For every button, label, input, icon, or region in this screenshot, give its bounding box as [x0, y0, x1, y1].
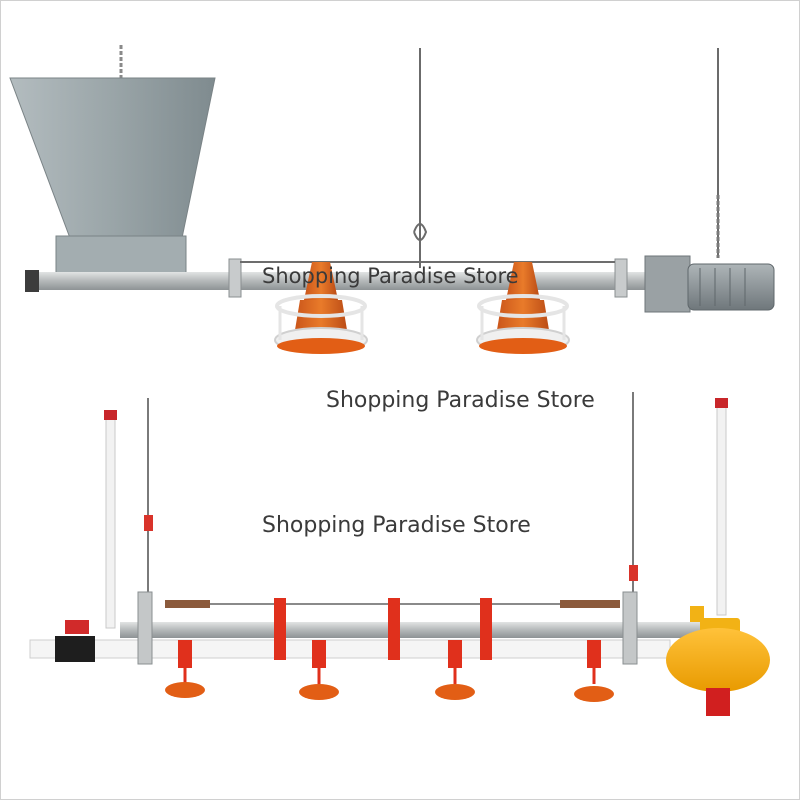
pipe-end-cap — [25, 270, 39, 292]
feeding-pan — [274, 262, 368, 354]
watermark-text: Shopping Paradise Store — [262, 513, 531, 538]
pipe-clamp — [274, 598, 286, 660]
pipe-bracket — [137, 591, 153, 665]
pipe-bracket — [622, 591, 638, 665]
tension-spring — [560, 600, 620, 608]
hanging-wire-loop — [413, 223, 428, 241]
standpipe-left — [105, 417, 116, 629]
nipple-drinker — [574, 640, 614, 702]
pipe-bracket — [614, 258, 628, 298]
nipple-drinker — [165, 640, 205, 698]
nipple-drinker — [299, 640, 339, 700]
pressure-regulator — [666, 606, 770, 716]
drinker-line-assembly — [29, 392, 770, 716]
tension-spring — [165, 600, 210, 608]
water-pipe — [29, 639, 671, 659]
motor-housing — [644, 255, 691, 313]
feeding-pan — [476, 262, 570, 354]
electric-motor — [687, 263, 775, 311]
ball-valve — [55, 636, 95, 662]
standpipe-right — [716, 404, 727, 616]
pipe-clamp — [480, 598, 492, 660]
watermark-text: Shopping Paradise Store — [262, 264, 519, 288]
feed-hopper — [9, 77, 216, 239]
feeder-line-assembly — [9, 45, 775, 354]
auger-pipe — [25, 272, 665, 290]
pipe-bracket — [228, 258, 242, 298]
watermark-text: Shopping Paradise Store — [326, 388, 595, 413]
support-rod — [120, 622, 700, 638]
pipe-clamp — [388, 598, 400, 660]
nipple-drinker — [435, 640, 475, 700]
